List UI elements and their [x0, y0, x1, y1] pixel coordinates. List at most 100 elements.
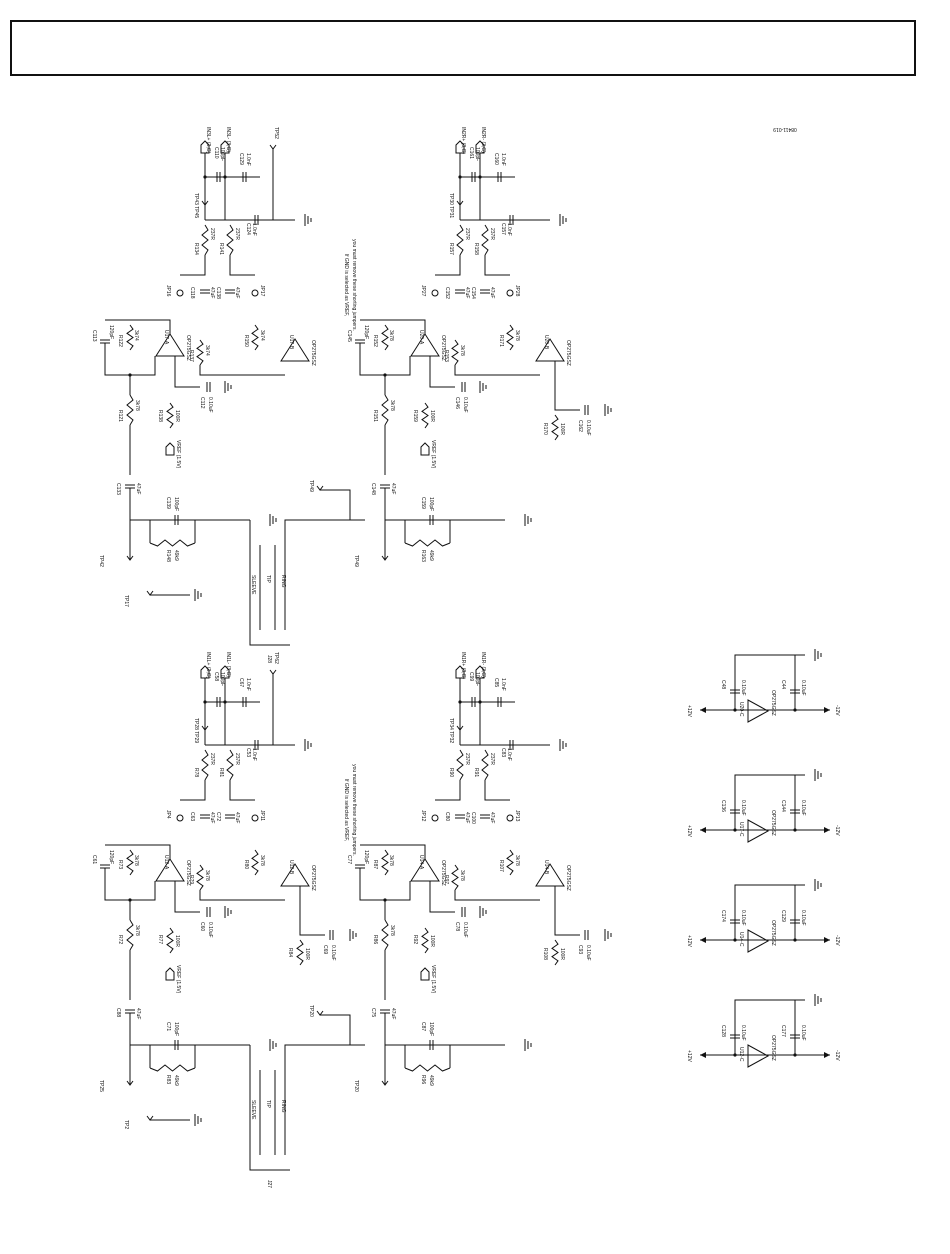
cap-in-ref: C133 [115, 483, 121, 495]
test-point-in-label: TP42 [98, 555, 104, 567]
output-neg-label: IN3L- (3,G) [225, 127, 231, 152]
res-in-shunt-symbol [149, 539, 196, 547]
cap-out3-ref: C129 [238, 153, 244, 165]
wire [249, 520, 290, 646]
res-in-shunt-ref: R163 [420, 550, 426, 562]
res-a2-val: 3k78 [204, 870, 210, 881]
res-a2-ref: R79 [188, 875, 194, 884]
res-a2-symbol [196, 864, 204, 891]
res-in-shunt-symbol [404, 1064, 451, 1072]
cap-out1-ref: C83 [500, 748, 506, 757]
cap-in-small-ref: C87 [420, 1022, 426, 1031]
jumper-b-label: JP28 [514, 285, 520, 297]
cap-bot-val: 0.10uF [800, 1025, 806, 1041]
cap-top-val: 0.10uF [740, 910, 746, 926]
supply-neg-label: -12V [834, 825, 840, 836]
test-point-gnd-label: TP17 [123, 595, 129, 607]
cap-fb-ref: C145 [346, 330, 352, 342]
output-pos-label: IN1R+ (3,G) [460, 652, 466, 679]
opamp-b-label: U14-B [543, 860, 549, 875]
cap-out3-val: 1.0nF [500, 153, 506, 166]
output-connector-neg-icon [475, 140, 485, 154]
test-point-pair-icon [456, 200, 464, 206]
opamp-a-label: U12-A [163, 855, 169, 870]
test-point-in-label: TP25 [98, 1080, 104, 1092]
cap-decoup2-ref: C93 [577, 945, 583, 954]
test-point-out-icon [269, 669, 277, 675]
cap-out3-ref: C67 [238, 678, 244, 687]
res-in-shunt-symbol [404, 539, 451, 547]
cap-top-ref: C48 [720, 680, 726, 689]
jumper-b-icon [506, 289, 514, 297]
vref-connector-icon [420, 967, 430, 981]
opamp-a-symbol [155, 858, 185, 882]
opamp-a-label: U17-A [163, 330, 169, 345]
test-point-mid-icon [316, 485, 324, 491]
res-out-a-symbol [456, 749, 464, 781]
res-out-b-val: 237R [234, 753, 240, 765]
arrow-right-icon [824, 827, 830, 833]
wire [734, 999, 805, 1055]
output-neg-label: IN1L- (3,G) [225, 652, 231, 677]
supply-pos-label: +12V [686, 825, 692, 837]
test-point-pair-label: TP30 TP31 [448, 193, 454, 218]
res-in-val: 3k78 [389, 400, 395, 411]
arrow-left-icon [700, 1052, 706, 1058]
res-in-symbol [126, 394, 134, 426]
cap-bot-val: 0.10uF [800, 910, 806, 926]
res-fb-ref: R152 [372, 335, 378, 347]
arrow-left-icon [700, 827, 706, 833]
cap-out2-val: 100pF [219, 147, 225, 161]
jack-sleeve-label: SLEEVE [250, 575, 256, 595]
res-out-a-ref: R134 [193, 243, 199, 255]
opamp-a-label: U14-A [418, 855, 424, 870]
res-vref-val: 100R [174, 935, 180, 947]
res-b1-symbol [251, 849, 259, 876]
note-line-2: you must remove these shorting jumpers. [351, 764, 357, 856]
cap-b-ref: C100 [470, 812, 476, 824]
opamp-c-part: OP275GSZ [770, 1035, 776, 1061]
wire [435, 255, 461, 276]
res-out-b-ref: R91 [473, 768, 479, 777]
supply-neg-label: -12V [834, 705, 840, 716]
cap-out3-val: 1.0nF [245, 678, 251, 691]
wire [249, 1045, 290, 1171]
cap-b-val: 47uF [234, 812, 240, 823]
cap-top-val: 0.10uF [740, 800, 746, 816]
cap-out1-val: 1.0nF [506, 223, 512, 236]
cap-b-val: 47uF [234, 287, 240, 298]
cap-in-small-val: 100pF [428, 497, 434, 511]
res-fb-symbol [126, 849, 134, 876]
jumper-a-label: JP4 [165, 810, 171, 819]
cap-top-ref: C174 [720, 910, 726, 922]
note-line-1: If GND is selected as VREF, [343, 779, 349, 842]
res-out-b-val: 237R [234, 228, 240, 240]
jumper-b-label: JP13 [514, 810, 520, 822]
opamp-b-label: U17-B [288, 335, 294, 350]
res-b1-val: 3k78 [514, 330, 520, 341]
res-fb-val: 3k74 [133, 330, 139, 341]
junction-dot [223, 700, 227, 704]
test-point-mid-icon [316, 1010, 324, 1016]
res-vref2-symbol [296, 939, 304, 966]
opamp-b-part: OP275GSZ [565, 865, 571, 891]
opamp-b-label: U20-B [543, 335, 549, 350]
wire [174, 356, 200, 388]
res-vref-val: 100R [429, 410, 435, 422]
test-point-pair-label: TP34 TP32 [448, 718, 454, 743]
arrow-right-icon [824, 707, 830, 713]
cap-fb-val: 120pF [363, 850, 369, 864]
res-vref2-ref: R108 [542, 948, 548, 960]
res-out-a-val: 237R [464, 753, 470, 765]
jumper-a-label: JP16 [165, 285, 171, 297]
supply-neg-label: -12V [834, 935, 840, 946]
res-b1-val: 3k78 [514, 855, 520, 866]
cap-decoup-val: 0.10uF [207, 922, 213, 938]
junction-dot [458, 700, 462, 704]
res-in-shunt-val: 49k9 [173, 550, 179, 561]
